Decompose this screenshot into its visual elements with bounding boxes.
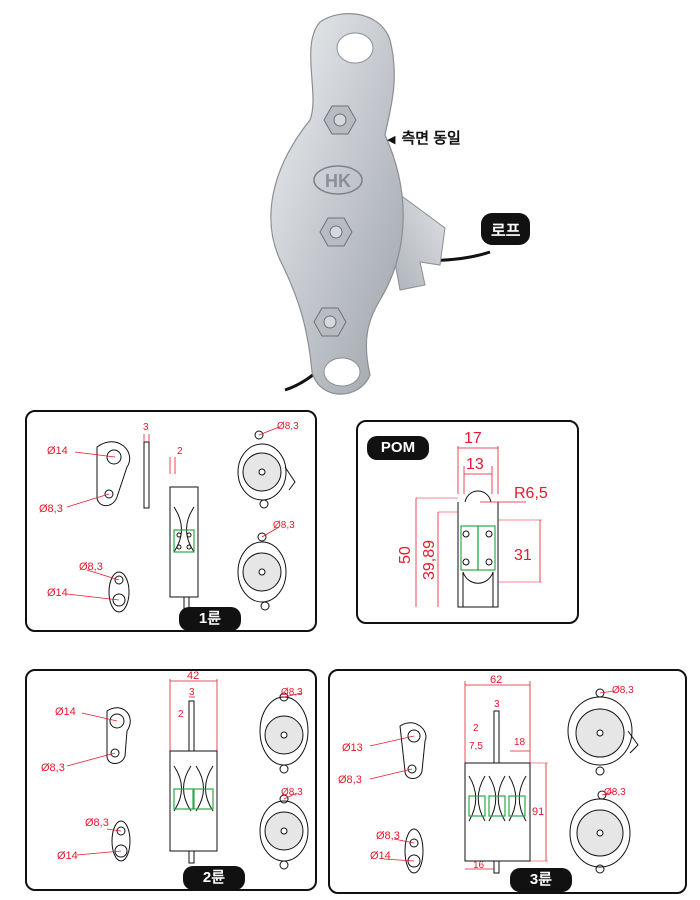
dim-width-inner: 13	[466, 456, 484, 473]
dim-bottom-plate-bore: Ø14	[47, 587, 68, 599]
dim-3-width: 62	[490, 674, 502, 686]
dim-2-bottom-plate-hole: Ø8,3	[85, 817, 109, 829]
dim-2-top-plate-bore: Ø14	[55, 706, 76, 718]
side-note-text: 측면 동일	[401, 130, 461, 147]
dim-3-spacing: 7,5	[469, 741, 483, 752]
dim-bearing-height: 31	[514, 547, 532, 564]
dim-3-gap: 2	[473, 723, 479, 734]
dim-3-bottom-plate-hole: Ø8,3	[376, 830, 400, 842]
dim-top-plate-bore: Ø14	[47, 445, 68, 457]
dim-side-top-hole: Ø8,3	[277, 421, 299, 432]
dim-2-width: 42	[187, 671, 199, 682]
panel-3-sheave: Ø13 Ø8,3 Ø8,3 Ø14 62 3 2 7,5 18 91 16	[328, 669, 687, 894]
left-triangle-icon: ◀	[387, 134, 396, 146]
rope-label: 로프	[481, 213, 531, 245]
bolt-top	[323, 105, 357, 135]
dim-2-plate-thickness: 3	[189, 687, 195, 698]
dim-top-plate-hole: Ø8,3	[39, 503, 63, 515]
dim-3-side-top-hole: Ø8,3	[612, 685, 634, 696]
side-note: ◀ 측면 동일	[387, 127, 461, 148]
dim-bottom-plate-hole: Ø8,3	[79, 561, 103, 573]
dim-3-top-plate-hole: Ø8,3	[338, 774, 362, 786]
dim-width-outer: 17	[464, 430, 482, 447]
panel-pom-badge: POM	[367, 436, 429, 460]
panel-3-badge: 3륜	[510, 868, 572, 892]
dim-plate-thickness: 3	[143, 422, 149, 433]
dim-2-bottom-plate-bore: Ø14	[57, 850, 78, 862]
panel-2-badge: 2륜	[183, 866, 245, 890]
dim-2-top-plate-hole: Ø8,3	[41, 762, 65, 774]
bolt-middle	[319, 217, 353, 247]
pulley-photo: HK	[250, 0, 550, 405]
dim-3-bottom-width: 16	[473, 860, 485, 871]
bolt-bottom	[313, 307, 347, 337]
dim-2-gap: 2	[178, 709, 184, 720]
panel-2-sheave: Ø14 Ø8,3 Ø8,3 Ø14 42 3 2 Ø8,3	[25, 669, 317, 891]
panel-1-badge: 1륜	[179, 607, 241, 631]
dim-3-sheave-width: 18	[514, 737, 526, 748]
side-plate	[270, 13, 404, 395]
dim-side-bottom-hole: Ø8,3	[273, 520, 295, 531]
dim-height-inner: 39,89	[421, 540, 438, 580]
panel-pom: 17 13 R6,5 50 39,89 31 POM	[356, 420, 579, 624]
dim-gap: 2	[177, 446, 183, 457]
dim-3-top-plate-bore: Ø13	[342, 742, 363, 754]
dim-3-plate-thickness: 3	[494, 699, 500, 710]
dim-2-side-bottom-hole: Ø8,3	[281, 787, 303, 798]
dim-3-height: 91	[532, 806, 544, 818]
logo-text: HK	[325, 171, 351, 191]
dim-3-side-bottom-hole: Ø8,3	[604, 787, 626, 798]
dim-height-outer: 50	[397, 546, 414, 564]
panel-1-sheave: Ø14 Ø8,3 Ø8,3 Ø14 3 2 Ø8,3	[25, 410, 317, 632]
dim-2-side-top-hole: Ø8,3	[281, 687, 303, 698]
dim-3-bottom-plate-bore: Ø14	[370, 850, 391, 862]
dim-radius: R6,5	[514, 485, 548, 502]
